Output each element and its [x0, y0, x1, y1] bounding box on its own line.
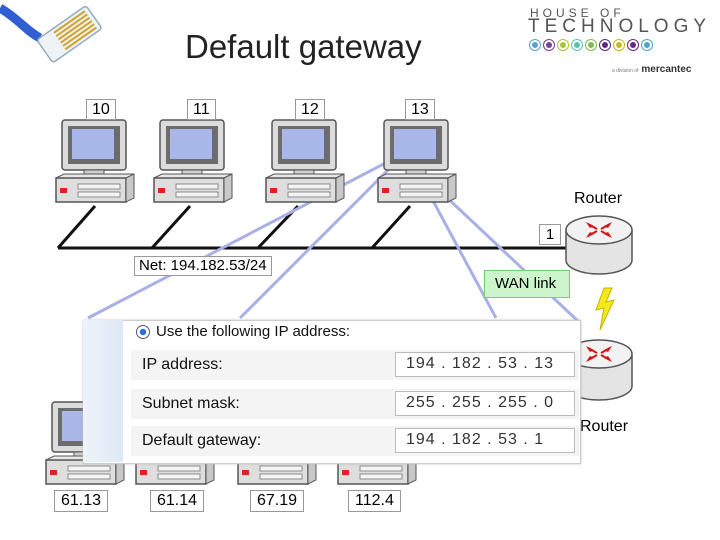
subnet-mask-row: Subnet mask: 255 . 255 . 255 . 0	[131, 389, 579, 419]
pc-label-61-13: 61.13	[54, 490, 109, 512]
computer-icon	[265, 119, 345, 203]
brand-dot-icon	[614, 40, 624, 50]
brand-dot-icon	[544, 40, 554, 50]
ip-address-label: IP address:	[142, 356, 223, 373]
subnet-mask-field[interactable]: 255 . 255 . 255 . 0	[395, 391, 575, 416]
panel-side-strip	[83, 320, 123, 462]
computer-icon	[377, 119, 457, 203]
pc-top-1	[152, 118, 236, 213]
use-ip-option[interactable]: Use the following IP address:	[136, 323, 350, 340]
router-top-icon	[565, 215, 633, 275]
net-label: Net: 194.182.53/24	[134, 256, 272, 276]
brand-dot-icon	[572, 40, 582, 50]
pc-label-112-4: 112.4	[348, 490, 401, 512]
router-port-label: 1	[539, 224, 561, 245]
pc-label-10: 10	[86, 99, 116, 120]
brand-dots	[530, 40, 652, 50]
router-bottom-label: Router	[580, 418, 629, 435]
computer-icon	[55, 119, 135, 203]
pc-label-13: 13	[405, 99, 435, 120]
network-cable-image	[0, 4, 102, 63]
brand-dot-icon	[628, 40, 638, 50]
router-top-label: Router	[574, 190, 623, 207]
brand-dot-icon	[586, 40, 596, 50]
ip-address-row: IP address: 194 . 182 . 53 . 13	[131, 350, 579, 380]
router-bottom-icon	[565, 339, 633, 401]
brand-line-1: HOUSE OF	[530, 6, 625, 20]
brand-line-2: TECHNOLOGY	[528, 16, 712, 37]
default-gateway-label: Default gateway:	[142, 432, 262, 449]
default-gateway-field[interactable]: 194 . 182 . 53 . 1	[395, 428, 575, 453]
subnet-mask-label: Subnet mask:	[142, 395, 240, 412]
lan-drop-lines	[56, 204, 412, 250]
pc-top-3	[376, 118, 460, 213]
brand-dot-icon	[642, 40, 652, 50]
pc-label-67-19: 67.19	[250, 490, 305, 512]
pc-top-0	[54, 118, 138, 213]
pc-label-11: 11	[187, 99, 216, 120]
page-title: Default gateway	[185, 28, 422, 65]
default-gateway-row: Default gateway: 194 . 182 . 53 . 1	[131, 426, 579, 456]
brand-dot-icon	[530, 40, 540, 50]
radio-selected-icon[interactable]	[136, 324, 150, 339]
wan-link-label: WAN link	[484, 270, 570, 298]
use-ip-option-label: Use the following IP address:	[156, 323, 350, 340]
computer-icon	[153, 119, 233, 203]
brand-dot-icon	[558, 40, 568, 50]
brand-dot-icon	[600, 40, 610, 50]
pc-top-2	[264, 118, 348, 213]
wan-lightning-icon	[595, 287, 615, 331]
pc-label-12: 12	[295, 99, 325, 120]
pc-label-61-14: 61.14	[150, 490, 205, 512]
ip-address-field[interactable]: 194 . 182 . 53 . 13	[395, 352, 575, 377]
